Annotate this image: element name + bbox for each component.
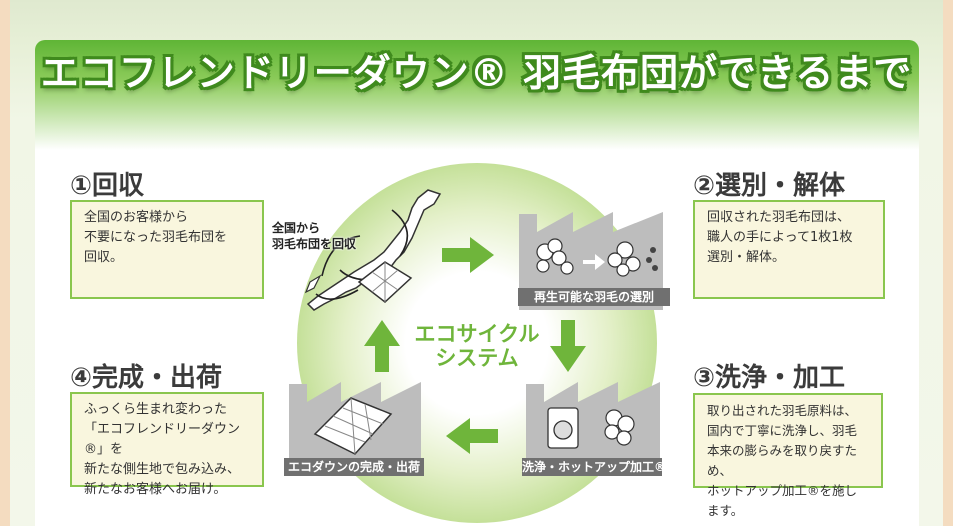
finished-image-label: エコダウンの完成・出荷 bbox=[284, 458, 424, 476]
sorting-factory-image bbox=[519, 212, 663, 310]
washing-image-label: 洗浄・ホットアップ加工® bbox=[522, 458, 667, 476]
step3-box: 取り出された羽毛原料は、 国内で丁寧に洗浄し、羽毛 本来の膨らみを取り戻すため、… bbox=[693, 393, 883, 518]
map-caption: 全国から 羽毛布団を回収 bbox=[272, 221, 357, 251]
japan-map-icon bbox=[304, 189, 442, 311]
duvet-icon bbox=[357, 261, 413, 303]
finished-factory-image bbox=[289, 382, 421, 470]
step1-heading: ①回収 bbox=[70, 171, 145, 201]
step4-box: ふっくら生まれ変わった 「エコフレンドリーダウン®」を 新たな側生地で包み込み、… bbox=[70, 392, 264, 497]
sorting-image-label: 再生可能な羽毛の選別 bbox=[518, 288, 670, 306]
arrow-down-icon bbox=[550, 320, 586, 372]
right-border-strip bbox=[943, 0, 953, 526]
arrow-up-icon bbox=[364, 320, 400, 372]
left-border-strip bbox=[0, 0, 10, 526]
cycle-system-label: エコサイクル システム bbox=[414, 322, 540, 370]
washing-factory-image bbox=[526, 382, 660, 470]
step1-box: 全国のお客様から 不要になった羽毛布団を 回収。 bbox=[70, 200, 264, 299]
step3-heading: ③洗浄・加工 bbox=[693, 363, 846, 393]
arrow-right-icon bbox=[442, 237, 494, 273]
step2-box: 回収された羽毛布団は、 職人の手によって1枚1枚 選別・解体。 bbox=[693, 200, 885, 299]
page-title: エコフレンドリーダウン® 羽毛布団ができるまで bbox=[40, 51, 913, 95]
step4-heading: ④完成・出荷 bbox=[70, 363, 223, 393]
step2-heading: ②選別・解体 bbox=[693, 171, 846, 201]
arrow-left-icon bbox=[446, 418, 498, 454]
